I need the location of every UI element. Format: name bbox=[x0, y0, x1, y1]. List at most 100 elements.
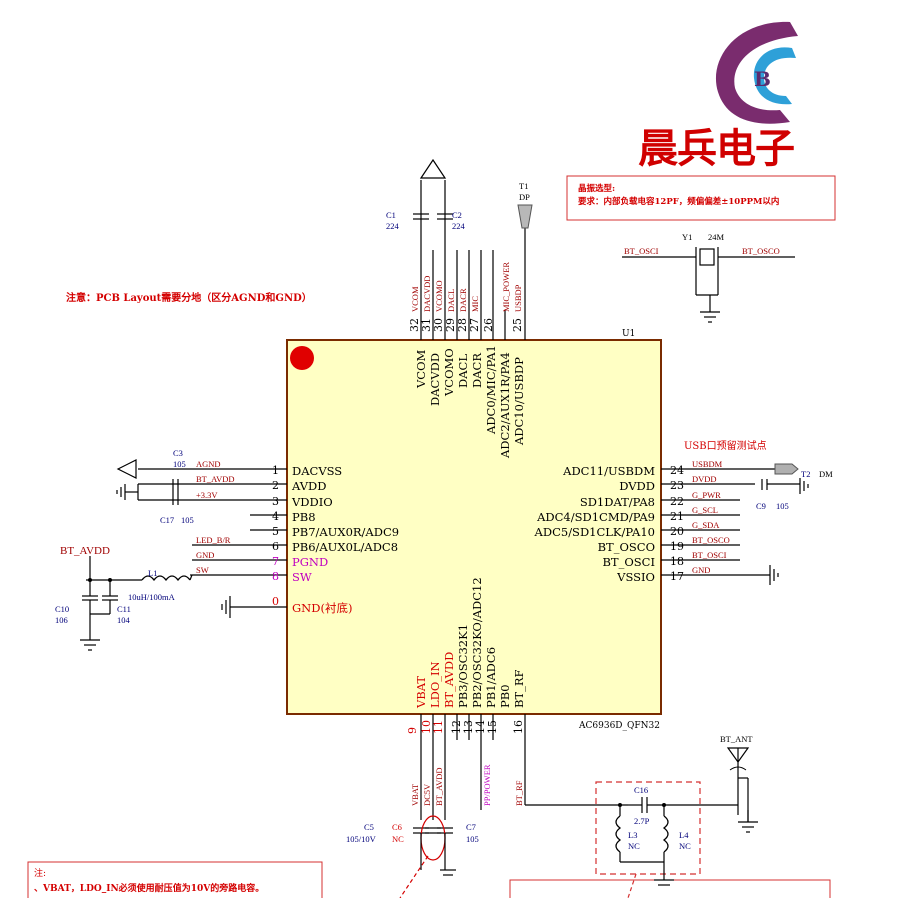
net-vcom: VCOM bbox=[410, 286, 420, 312]
net-gnd-left: GND bbox=[196, 550, 214, 560]
rf-matching-network: C16 2.7P L3 NC L4 NC BT_ANT bbox=[595, 734, 758, 898]
pin-num-4: 4 bbox=[272, 510, 279, 523]
bottom-note-text: 、VBAT，LDO_IN必须使用耐压值为10V的旁路电容。 bbox=[34, 882, 264, 894]
power-inductor-section: BT_AVDD L1 10uH/100mA C10 106 C11 104 bbox=[55, 545, 193, 651]
logo-letter: B bbox=[754, 67, 771, 91]
pin-num-18: 18 bbox=[670, 555, 684, 568]
l3-ref: L3 bbox=[628, 830, 637, 840]
pin-num-17: 17 bbox=[670, 570, 684, 583]
c3-ref: C3 bbox=[173, 448, 183, 458]
right-pins: 24 23 22 21 20 19 18 17 ADC11/USBDM DVDD… bbox=[534, 459, 775, 584]
t1-testpoint bbox=[517, 204, 533, 229]
pin-num-6: 6 bbox=[272, 540, 279, 553]
pin-name-bt-osco: BT_OSCO bbox=[598, 540, 655, 554]
t2-testpoint bbox=[774, 463, 799, 475]
pin-num-1: 1 bbox=[272, 464, 279, 477]
bottom-decoupling: C5 105/10V C6 NC C7 105 bbox=[346, 815, 479, 898]
net-g-pwr: G_PWR bbox=[692, 490, 721, 500]
pin-name-usbdp: ADC10/USBDP bbox=[512, 357, 526, 446]
pin-name-pb6: PB6/AUX0L/ADC8 bbox=[292, 540, 398, 554]
c1-ref: C1 bbox=[386, 210, 396, 220]
logo-swoosh-outer bbox=[715, 21, 798, 124]
c11-value: 104 bbox=[117, 615, 131, 625]
c10-ref: C10 bbox=[55, 604, 69, 614]
pin-name-gnd-substrate: GND(衬底) bbox=[292, 601, 352, 615]
pin-num-5: 5 bbox=[272, 525, 279, 538]
c1-value: 224 bbox=[386, 221, 400, 231]
chip-part-number: AC6936D_QFN32 bbox=[578, 721, 660, 731]
pin-name-pa9: ADC4/SD1CMD/PA9 bbox=[536, 510, 655, 524]
pin-num-22: 22 bbox=[670, 495, 684, 508]
substrate-ground bbox=[221, 596, 231, 618]
t2-ref: T2 bbox=[801, 469, 810, 479]
crystal-note-title: 晶振选型: bbox=[578, 183, 615, 194]
pin-name-vcomo: VCOMO bbox=[442, 348, 456, 397]
net-usbdp: USBDP bbox=[513, 284, 523, 312]
l1-ref: L1 bbox=[148, 568, 157, 578]
net-usbdm: USBDM bbox=[692, 459, 723, 469]
antenna-label: BT_ANT bbox=[720, 734, 753, 744]
left-pins: 1 2 3 4 5 6 7 8 0 DACVSS AVDD VDDIO PB8 … bbox=[192, 459, 399, 615]
pin-name-pb1: PB1/ADC6 bbox=[484, 647, 498, 708]
pin-num-24: 24 bbox=[670, 464, 684, 477]
pin-num-32: 32 bbox=[408, 318, 421, 332]
pin-name-pb8: PB8 bbox=[292, 510, 316, 524]
pin-name-pb7: PB7/AUX0R/ADC9 bbox=[292, 525, 399, 539]
l4-ref: L4 bbox=[679, 830, 689, 840]
net-bt-avdd-left: BT_AVDD bbox=[196, 474, 235, 484]
l4-value: NC bbox=[679, 841, 691, 851]
pin-num-25: 25 bbox=[511, 318, 524, 332]
c17-value: 105 bbox=[181, 515, 194, 525]
t2-value: DM bbox=[819, 469, 833, 479]
pin-num-27: 27 bbox=[468, 318, 481, 332]
net-mic: MIC bbox=[470, 296, 480, 312]
pin-name-ldo-in: LDO_IN bbox=[428, 661, 442, 708]
c10-value: 106 bbox=[55, 615, 68, 625]
agnd-symbol bbox=[116, 459, 137, 479]
pin-name-vbat: VBAT bbox=[414, 676, 428, 709]
l4-coil bbox=[662, 815, 669, 853]
pin-name-dacvss: DACVSS bbox=[292, 464, 342, 478]
net-led-br: LED_B/R bbox=[196, 535, 231, 545]
y1-value: 24M bbox=[708, 232, 725, 242]
osc-left-net: BT_OSCI bbox=[624, 246, 659, 256]
net-dvdd: DVDD bbox=[692, 474, 717, 484]
pin-name-bt-rf: BT_RF bbox=[512, 669, 526, 708]
pin-num-15: 15 bbox=[486, 720, 499, 734]
pin1-marker bbox=[290, 346, 314, 370]
bottom-note-box bbox=[27, 861, 323, 898]
pin-num-29: 29 bbox=[444, 318, 457, 332]
pin-num-3: 3 bbox=[272, 495, 279, 508]
net-g-scl: G_SCL bbox=[692, 505, 718, 515]
t1-value: DP bbox=[519, 192, 530, 202]
c16-value: 2.7P bbox=[634, 816, 650, 826]
c6-highlight bbox=[420, 815, 446, 861]
t1-ref: T1 bbox=[519, 181, 528, 191]
pin-name-vcom: VCOM bbox=[414, 349, 428, 389]
net-bt-osco: BT_OSCO bbox=[692, 535, 730, 545]
l1-value: 10uH/100mA bbox=[128, 592, 176, 602]
pin-name-pa4: ADC2/AUX1R/PA4 bbox=[498, 352, 512, 459]
pin-name-dacvdd: DACVDD bbox=[428, 353, 442, 406]
pin-name-vddio: VDDIO bbox=[291, 495, 333, 509]
c6-value: NC bbox=[392, 834, 404, 844]
pin-num-28: 28 bbox=[456, 318, 469, 332]
pin-name-sw: SW bbox=[292, 570, 312, 584]
pin-name-dacl: DACL bbox=[456, 354, 470, 388]
c11-ref: C11 bbox=[117, 604, 131, 614]
y1-ref: Y1 bbox=[682, 232, 692, 242]
net-dacl: DACL bbox=[446, 289, 456, 312]
top-decoupling: C1 224 C2 224 T1 DP bbox=[386, 158, 533, 231]
c5-ref: C5 bbox=[364, 822, 374, 832]
osc-right-net: BT_OSCO bbox=[742, 246, 780, 256]
pin-num-19: 19 bbox=[670, 540, 684, 553]
crystal-y1: Y1 24M BT_OSCI BT_OSCO bbox=[622, 232, 795, 323]
bottom-note-title: 注: bbox=[34, 867, 46, 879]
company-name: 晨兵电子 bbox=[638, 125, 794, 172]
left-decoupling: C3 105 C17 105 bbox=[116, 448, 194, 525]
c7-value: 105 bbox=[466, 834, 479, 844]
net-vcomo: VCOMO bbox=[434, 280, 444, 312]
right-peripherals: T2 DM C9 105 bbox=[756, 463, 833, 585]
pin-name-dvdd: DVDD bbox=[619, 479, 655, 493]
